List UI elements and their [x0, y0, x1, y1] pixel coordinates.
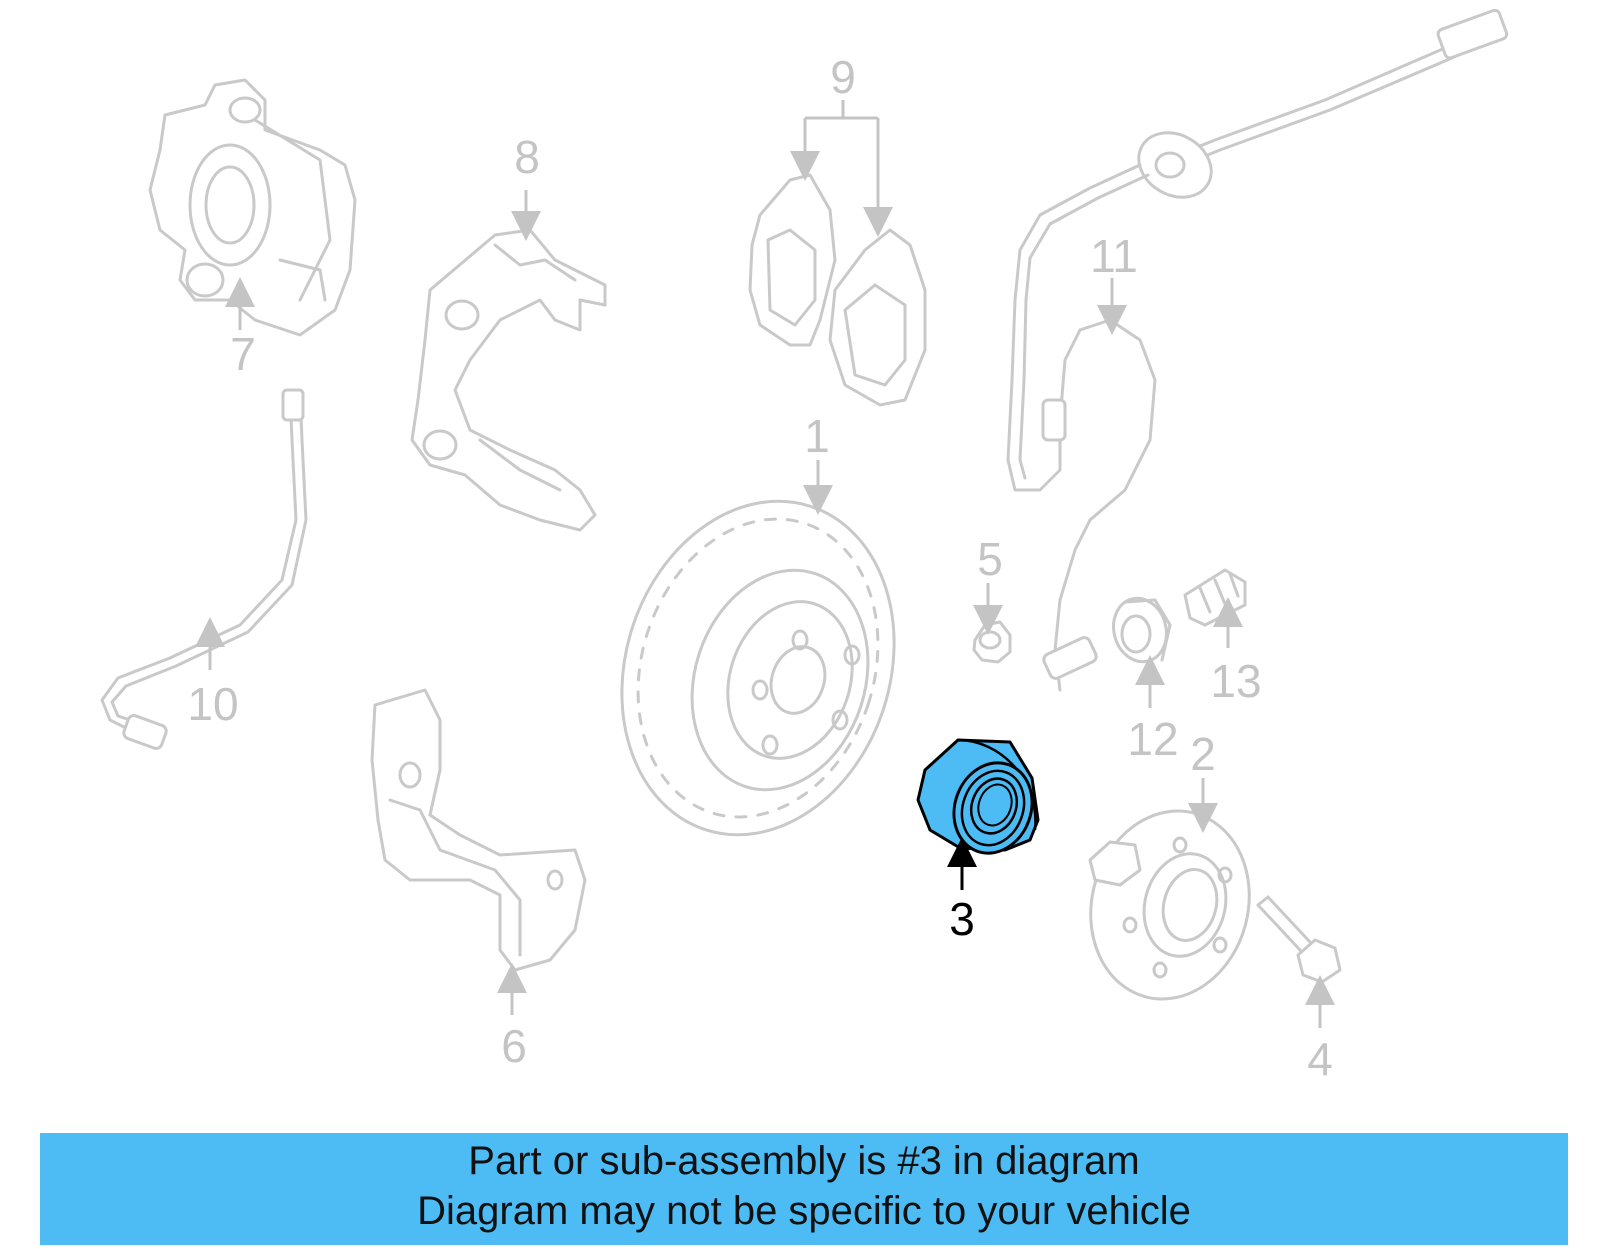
part-9-brake-pads[interactable]	[748, 173, 927, 407]
part-10-brake-hose[interactable]	[100, 388, 308, 750]
callout-2-label: 2	[1190, 728, 1216, 780]
part-4-bolt[interactable]	[1256, 895, 1342, 984]
part-2-wheel-hub[interactable]	[1070, 793, 1270, 1017]
callout-5-label: 5	[977, 533, 1003, 585]
callout-6-label: 6	[501, 1020, 527, 1072]
banner-line-disclaimer: Diagram may not be specific to your vehi…	[417, 1189, 1191, 1233]
callout-1-label: 1	[804, 410, 830, 462]
callout-10-label: 10	[187, 678, 238, 730]
callout-12-label: 12	[1127, 713, 1178, 765]
part-8-carrier-bracket[interactable]	[410, 228, 607, 532]
part-7-caliper[interactable]	[148, 78, 357, 337]
part-1-brake-rotor[interactable]	[580, 466, 936, 871]
callout-8-label: 8	[514, 131, 540, 183]
part-6-dust-shield[interactable]	[370, 688, 587, 972]
callout-11-label: 11	[1090, 230, 1138, 282]
part-3-wheel-bearing[interactable]	[916, 738, 1044, 864]
part-13-clip[interactable]	[1183, 568, 1247, 627]
part-5-nut[interactable]	[972, 620, 1012, 664]
callout-7-label: 7	[230, 328, 256, 380]
info-banner: Part or sub-assembly is #3 in diagram Di…	[40, 1133, 1568, 1245]
callout-4-label: 4	[1307, 1033, 1333, 1085]
callout-9-label: 9	[830, 51, 856, 103]
callout-3-label: 3	[949, 893, 975, 945]
part-11-sensor-wire[interactable]	[1006, 8, 1509, 692]
part-12-seal-ring[interactable]	[1107, 592, 1174, 667]
callout-13-label: 13	[1210, 655, 1261, 707]
banner-line-part: Part or sub-assembly is #3 in diagram	[468, 1139, 1140, 1183]
